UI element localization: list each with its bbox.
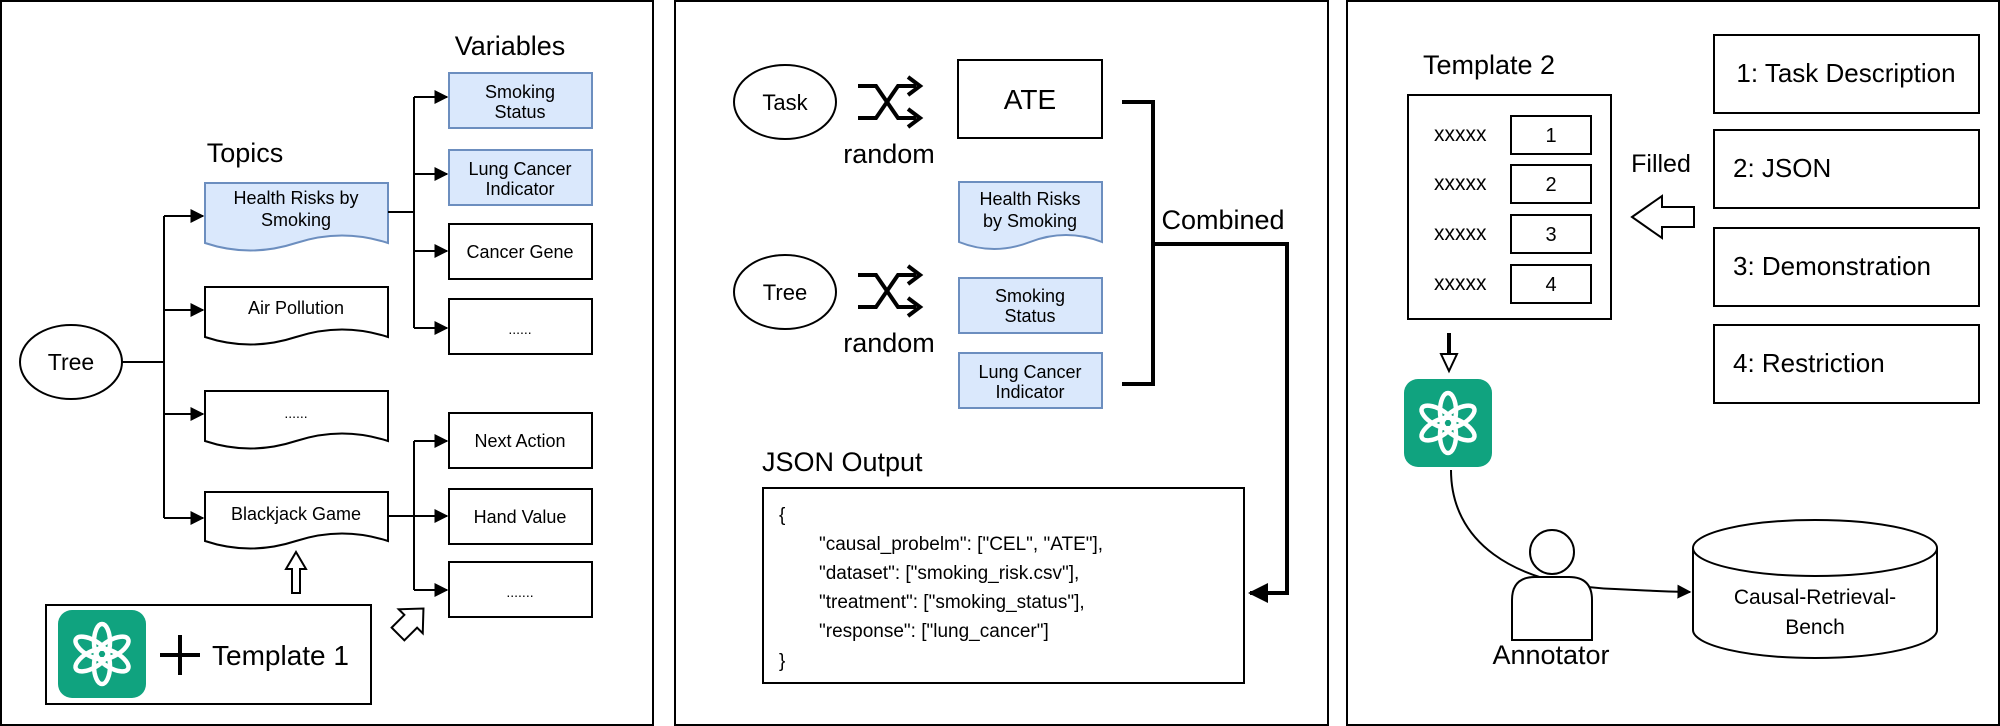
var-smoking-status [448,72,593,129]
var-smoking-status-2 [958,277,1103,334]
var-ellipsis-bottom-label: ....... [506,584,533,600]
tree-node-2 [733,254,837,330]
tree-label: Tree [48,349,94,375]
fill-item-4-label: 4: Restriction [1733,348,1885,378]
ate-box [957,59,1103,139]
fill-item-task-description [1713,34,1980,114]
var-lung-cancer-2 [958,352,1103,409]
database-label: Causal-Retrieval-Bench [1734,586,1896,639]
topics-heading: Topics [207,138,284,168]
template-1-label: Template 1 [212,640,349,671]
var-hand-value-label: Hand Value [474,507,567,527]
var-ellipsis-top [448,298,593,355]
template-2-heading: Template 2 [1423,50,1555,80]
slot-1 [1510,115,1592,155]
task-node [733,64,837,140]
var-cancer-gene-label: Cancer Gene [466,242,573,262]
var-next-action-label: Next Action [474,431,565,451]
hollow-arrow-icon [284,550,308,594]
fill-item-demonstration [1713,227,1980,307]
topic-blackjack-doc [204,491,389,550]
filled-label: Filled [1631,150,1691,178]
variables-heading: Variables [455,31,566,61]
slot-4 [1510,264,1592,304]
json-line-dataset: "dataset": ["smoking_risk.csv"], [819,563,1079,584]
combined-arrow [1153,242,1289,603]
topic-health-risks-doc [204,182,389,252]
combined-label: Combined [1161,205,1284,235]
hollow-arrow-icon [1630,194,1695,240]
slot-3 [1510,214,1592,254]
random-label-1: random [843,139,935,169]
fill-item-2-label: 2: JSON [1733,153,1831,183]
topic-doc-health-risks [958,181,1103,250]
topic-air-pollution-label: Air Pollution [248,298,344,318]
json-line-causal-problem: "causal_probelm": ["CEL", "ATE"], [819,534,1103,555]
var-ellipsis-bottom [448,561,593,618]
plus-icon [160,635,200,675]
var-next-action [448,412,593,469]
slot-2-label: 2 [1545,174,1556,196]
var-ellipsis-top-label: ...... [508,321,531,337]
json-line-response: "response": ["lung_cancer"] [819,621,1049,642]
hollow-arrow-icon [1439,333,1459,374]
json-line-close: } [779,651,785,672]
openai-logo-icon [58,610,146,698]
slot-2 [1510,164,1592,204]
task-label: Task [762,90,808,115]
json-line-open: { [779,505,786,526]
tree-label-2: Tree [763,280,807,305]
slot-4-label: 4 [1545,274,1556,296]
placeholder-text: xxxxx [1434,172,1487,195]
topic-ellipsis-doc [204,390,389,450]
placeholder-text: xxxxx [1434,123,1487,146]
var-lung-cancer [448,149,593,206]
var-hand-value [448,488,593,545]
slot-3-label: 3 [1545,224,1556,246]
ate-label: ATE [1004,84,1056,115]
topic-blackjack-label: Blackjack Game [231,504,361,524]
fill-item-json [1713,129,1980,209]
fill-item-1-label: 1: Task Description [1736,58,1955,88]
json-line-treatment: "treatment": ["smoking_status"], [819,592,1085,613]
json-output-box [762,487,1245,684]
person-icon [1511,529,1593,641]
database-icon [1692,519,1938,659]
placeholder-text: xxxxx [1434,222,1487,245]
annotator-label: Annotator [1492,640,1609,670]
topic-air-pollution-doc [204,286,389,346]
var-cancer-gene [448,223,593,280]
placeholder-text: xxxxx [1434,272,1487,295]
fill-item-restriction [1713,324,1980,404]
openai-logo-icon [1404,379,1492,467]
random-label-2: random [843,328,935,358]
hollow-arrow-icon [390,607,425,642]
fill-item-3-label: 3: Demonstration [1733,251,1931,281]
json-output-heading: JSON Output [762,447,923,477]
topic-ellipsis-label: ...... [284,405,307,421]
slot-1-label: 1 [1545,125,1556,147]
